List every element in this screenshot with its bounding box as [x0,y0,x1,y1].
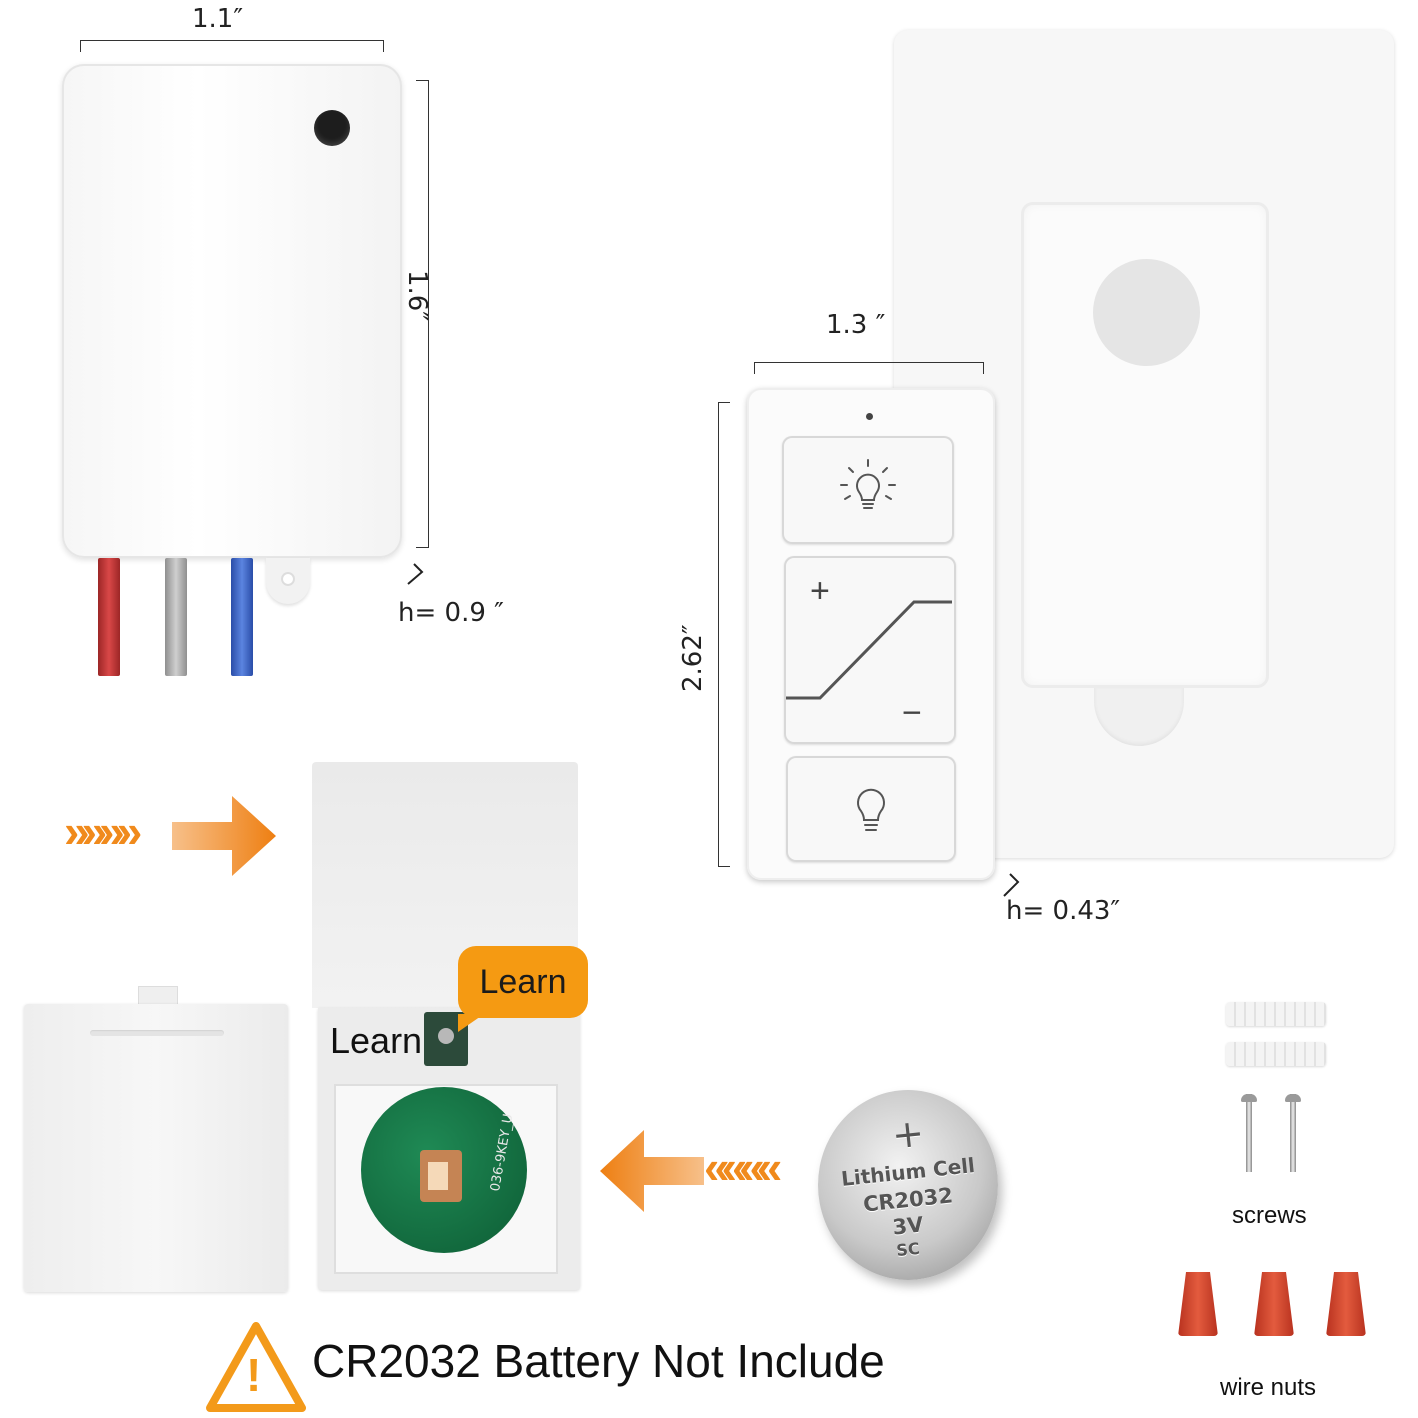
grey-wire [165,558,187,676]
receiver-width-line [80,40,384,41]
blue-wire [231,558,253,676]
wire-nut-1 [1178,1272,1218,1336]
remote-height-label: 2.62″ [678,624,708,692]
learn-callout: Learn [458,946,588,1032]
battery-cover-tab [138,986,178,1006]
remote-indicator-dot [866,413,873,420]
dimmer-button[interactable]: + − [784,556,956,744]
receiver-width-tick-right [383,40,384,52]
battery-cover-ridge [90,1030,224,1036]
lightbulb-on-icon [840,459,896,509]
antenna-loop [266,558,310,604]
remote-width-tick-right [983,362,984,374]
lightbulb-off-icon [857,788,885,831]
remote-depth-label: h= 0.43″ [1006,896,1121,926]
remote-width-line [754,362,984,363]
receiver-height-label: 1.6″ [402,270,432,322]
wall-anchor-1 [1226,1002,1326,1026]
screws-label: screws [1232,1202,1307,1229]
learn-callout-text: Learn [479,962,567,1001]
wall-anchor-2 [1226,1042,1326,1066]
dimmer-plus-label: + [810,572,830,610]
dimmer-minus-label: − [902,694,922,732]
receiver-module [62,64,402,558]
wire-nut-3 [1326,1272,1366,1336]
dimmer-ramp-icon [786,600,952,700]
remote-height-tick-bottom [718,866,730,867]
battery-notice: CR2032 Battery Not Include [312,1335,885,1387]
red-wire [98,558,120,676]
remote-width-label: 1.3 ″ [826,310,886,340]
battery-arrow-icon: «««« [600,1130,804,1212]
insert-arrow-icon: »»»» [64,796,276,876]
receiver-depth-marker-icon [407,563,424,585]
receiver-height-tick-top [416,80,428,81]
wall-plate-magnet [1093,259,1200,366]
screw-2 [1285,1094,1301,1172]
wire-nut-2 [1254,1272,1294,1336]
screw-1 [1241,1094,1257,1172]
receiver-width-tick-left [80,40,81,52]
battery-cover [24,1004,288,1292]
light-on-button[interactable] [782,436,954,544]
receiver-height-line [428,80,429,548]
warning-symbol: ! [246,1349,262,1401]
receiver-depth-label: h= 0.9 ″ [398,598,504,628]
battery-contact-inner [428,1162,448,1190]
remote-depth-marker-icon [1003,873,1020,897]
wire-nuts-label: wire nuts [1220,1374,1317,1401]
remote-height-line [718,402,719,866]
learn-label: Learn [330,1020,423,1061]
receiver-led-icon [314,110,350,146]
receiver-width-label: 1.1″ [192,4,244,34]
learn-button[interactable] [424,1012,468,1066]
remote-height-tick-top [718,402,730,403]
warning-icon: ! [206,1322,306,1412]
cr2032-coin-battery: + Lithium Cell CR2032 3V SC [818,1090,998,1280]
receiver-height-tick-bottom [416,547,428,548]
light-off-button[interactable] [786,756,956,862]
remote-width-tick-left [754,362,755,374]
